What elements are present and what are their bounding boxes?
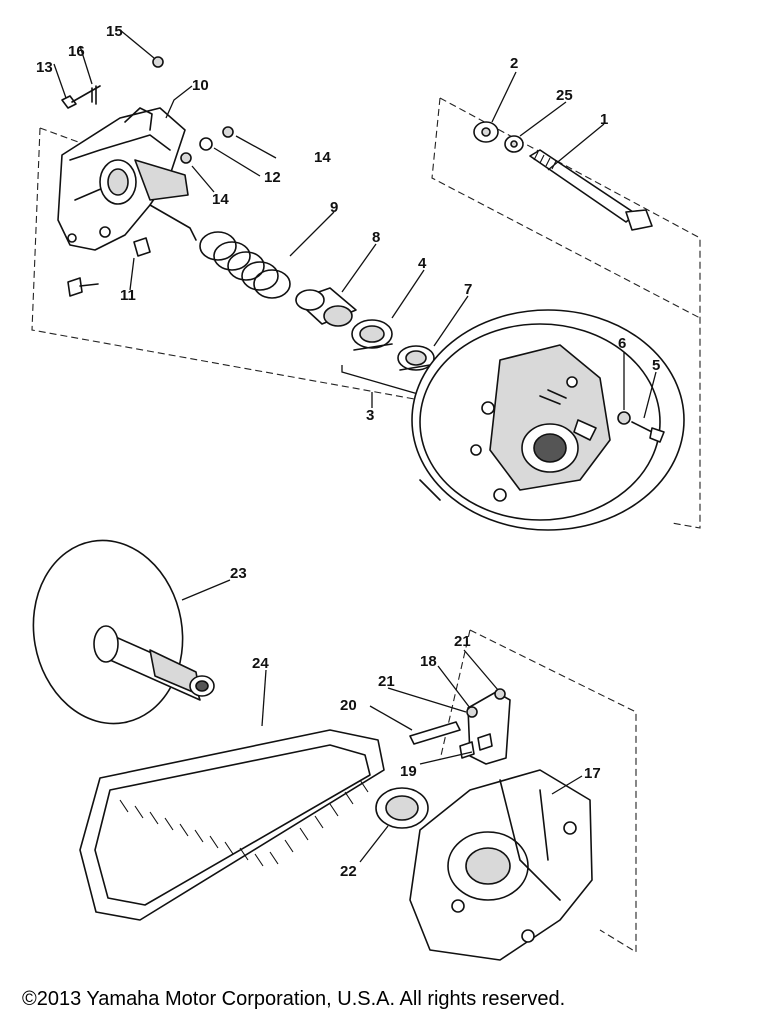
callout-23: 23	[230, 565, 247, 582]
callout-10: 10	[192, 77, 209, 94]
callout-18: 18	[420, 653, 437, 670]
spring-9	[199, 231, 291, 299]
callout-4: 4	[418, 255, 427, 272]
collar-8	[295, 287, 357, 327]
upper-assembly-outline	[31, 97, 701, 529]
callout-13: 13	[36, 59, 53, 76]
secondary-sheave-17	[409, 769, 593, 961]
bushing-22	[375, 787, 429, 829]
callout-leaders	[53, 29, 657, 863]
nut-15	[152, 56, 164, 68]
washer-2	[473, 121, 499, 143]
callout-9: 9	[330, 199, 338, 216]
bolt-5	[631, 421, 665, 443]
washer-25	[504, 135, 524, 153]
callout-24: 24	[252, 655, 269, 672]
callout-15: 15	[106, 23, 123, 40]
bolt-13	[61, 85, 101, 109]
callout-labels: 1 2 3 4 5 6 7 8 9 10 11 12 13 14 14 15 1…	[36, 23, 660, 880]
bolt-11-lower	[67, 277, 99, 297]
callout-2: 2	[510, 55, 518, 72]
bolt-11-upper	[133, 237, 151, 257]
callout-12: 12	[264, 169, 281, 186]
exploded-parts-diagram: 1 2 3 4 5 6 7 8 9 10 11 12 13 14 14 15 1…	[31, 23, 701, 961]
callout-7: 7	[464, 281, 472, 298]
washer-14-lower	[180, 152, 192, 164]
callout-16: 16	[68, 43, 85, 60]
fixed-sheave-23	[32, 539, 215, 725]
callout-21-top: 21	[454, 633, 471, 650]
callout-20: 20	[340, 697, 357, 714]
spider-bracket	[57, 107, 197, 251]
washer-14-upper	[222, 126, 234, 138]
callout-8: 8	[372, 229, 380, 246]
bushing-7	[397, 345, 437, 371]
washer-21a	[466, 706, 478, 718]
movable-sheave	[411, 309, 685, 531]
callout-19: 19	[400, 763, 417, 780]
callout-11: 11	[120, 287, 136, 304]
callout-22: 22	[340, 863, 357, 880]
washer-21b	[494, 688, 506, 700]
copyright-notice: ©2013 Yamaha Motor Corporation, U.S.A. A…	[22, 988, 566, 1010]
drive-belt-24	[79, 729, 385, 921]
pin-20	[409, 721, 461, 745]
callout-14-upper: 14	[314, 149, 331, 166]
callout-25: 25	[556, 87, 573, 104]
long-bolt-1	[529, 149, 653, 231]
bushing-4	[351, 319, 393, 351]
callout-1: 1	[600, 111, 608, 128]
callout-3: 3	[366, 407, 374, 424]
callout-17: 17	[584, 765, 601, 782]
washer-6	[617, 411, 631, 425]
callout-14-lower: 14	[212, 191, 229, 208]
bracket-3	[341, 365, 419, 400]
spacer-12	[199, 137, 213, 151]
callout-21-left: 21	[378, 673, 395, 690]
pin-16	[91, 85, 97, 105]
callout-6: 6	[618, 335, 626, 352]
callout-5: 5	[652, 357, 660, 374]
